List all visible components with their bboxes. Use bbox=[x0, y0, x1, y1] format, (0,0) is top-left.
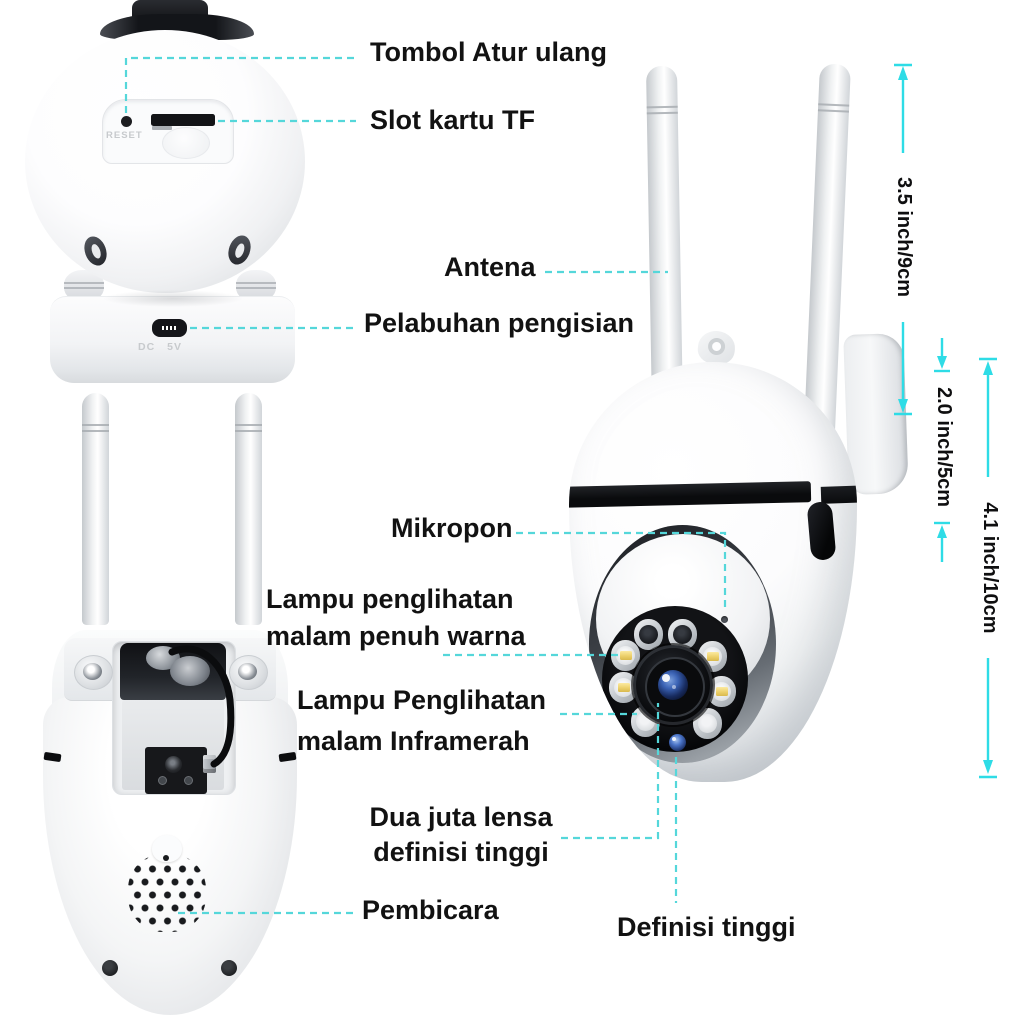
camera-base bbox=[50, 296, 295, 383]
ir-led bbox=[634, 619, 663, 650]
camera-pod bbox=[569, 362, 857, 782]
pan-seam-band bbox=[569, 481, 812, 508]
sphere-shadow bbox=[103, 290, 243, 307]
mount-screw-left bbox=[74, 655, 113, 690]
label-microphone: Mikropon bbox=[391, 513, 513, 543]
antenna-right bbox=[235, 393, 262, 625]
microphone-hole bbox=[721, 616, 728, 623]
label-charging-port: Pelabuhan pengisian bbox=[364, 308, 635, 338]
hinge-pin bbox=[89, 243, 102, 260]
light-sensor-highlight bbox=[672, 737, 676, 741]
white-light-led bbox=[611, 640, 640, 671]
micro-usb-port bbox=[152, 319, 187, 337]
dim-body-arrow-up bbox=[983, 361, 993, 375]
antenna-left bbox=[82, 393, 109, 625]
motor-cylinder bbox=[170, 656, 210, 686]
label-reset-button: Tombol Atur ulang bbox=[370, 37, 607, 67]
lens-highlight bbox=[672, 685, 676, 689]
reset-marking: RESET bbox=[106, 130, 143, 141]
label-speaker: Pembicara bbox=[362, 895, 499, 925]
dim-antenna-arrow-up bbox=[898, 66, 908, 80]
ir-led bbox=[668, 619, 697, 650]
reset-button bbox=[121, 116, 132, 127]
dim-head-arrow-up bbox=[937, 525, 947, 538]
plug-barrel bbox=[203, 755, 216, 773]
label-infrared-night-vision: Lampu Penglihatan malam Inframerah bbox=[297, 685, 547, 756]
mount-screw-right bbox=[229, 655, 268, 690]
label-full-color-night-vision: Lampu penglihatan malam penuh warna bbox=[266, 584, 526, 651]
hinge-pin bbox=[233, 242, 246, 259]
panel-circle-detail bbox=[162, 127, 210, 159]
speaker-grille bbox=[128, 854, 206, 932]
usb-pins bbox=[162, 326, 177, 330]
antenna-left bbox=[645, 65, 683, 412]
light-sensor bbox=[669, 734, 686, 751]
connector-screw bbox=[158, 776, 167, 785]
tf-card-slot-step bbox=[152, 126, 172, 130]
label-tf-card-slot: Slot kartu TF bbox=[370, 105, 536, 135]
bottom-screw-right bbox=[221, 960, 237, 976]
lens-highlight bbox=[662, 674, 670, 682]
label-2mp-hd-lens: Dua juta lensa definisi tinggi bbox=[369, 802, 553, 867]
dim-body-arrow-down bbox=[983, 760, 993, 774]
dim-head-arrow-down bbox=[937, 356, 947, 369]
tf-card-slot bbox=[151, 114, 215, 126]
dc-jack bbox=[165, 756, 182, 773]
grille-notch-hole bbox=[163, 855, 169, 861]
bottom-screw-left bbox=[102, 960, 118, 976]
power-marking: DC 5V bbox=[138, 341, 183, 353]
hanging-loop bbox=[696, 329, 737, 366]
connector-screw bbox=[184, 776, 193, 785]
hanging-loop-hole bbox=[707, 337, 726, 356]
dimension-body-height: 4.1 inch/10cm bbox=[979, 502, 1001, 634]
dimension-head-height: 2.0 inch/5cm bbox=[933, 386, 955, 508]
side-vent-slot bbox=[806, 501, 837, 561]
label-antenna: Antena bbox=[444, 252, 536, 282]
white-light-led bbox=[609, 672, 638, 703]
pan-seam-band-right bbox=[820, 485, 857, 504]
dimension-antenna-height: 3.5 inch/9cm bbox=[893, 176, 915, 298]
label-high-definition: Definisi tinggi bbox=[617, 912, 796, 942]
